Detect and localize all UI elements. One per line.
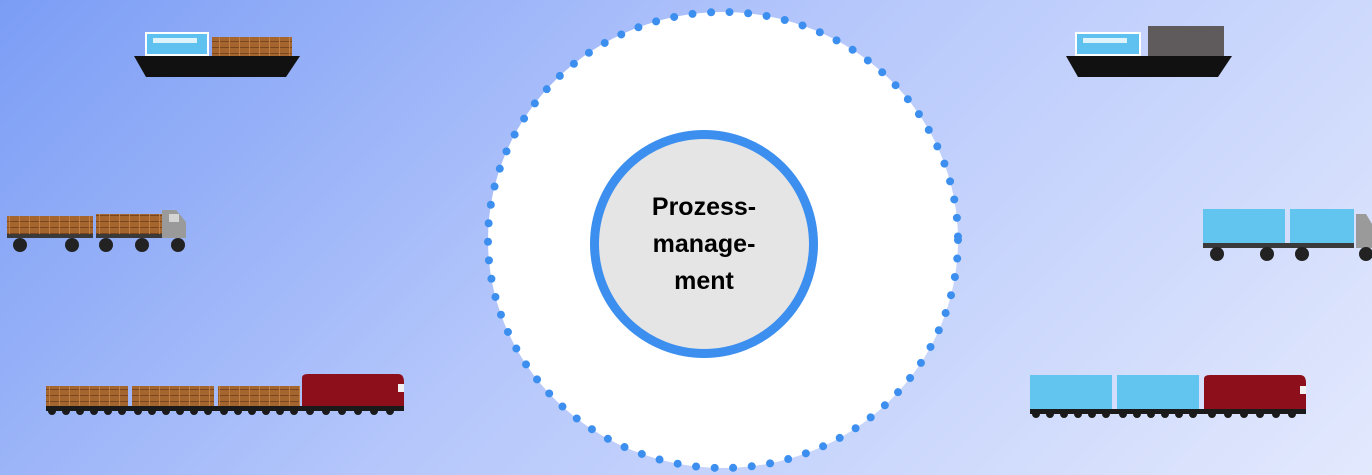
hub-label: Prozess- manage- ment bbox=[651, 192, 757, 295]
train-container-icon bbox=[1030, 375, 1306, 418]
truck-timber-icon bbox=[7, 210, 186, 252]
ship-container-icon bbox=[1066, 26, 1232, 77]
train-timber-icon bbox=[46, 374, 404, 415]
ship-timber-icon bbox=[134, 32, 300, 77]
dotted-ring bbox=[484, 8, 962, 472]
truck-container-icon bbox=[1203, 209, 1372, 261]
process-hub: Prozess- manage- ment bbox=[590, 130, 818, 358]
